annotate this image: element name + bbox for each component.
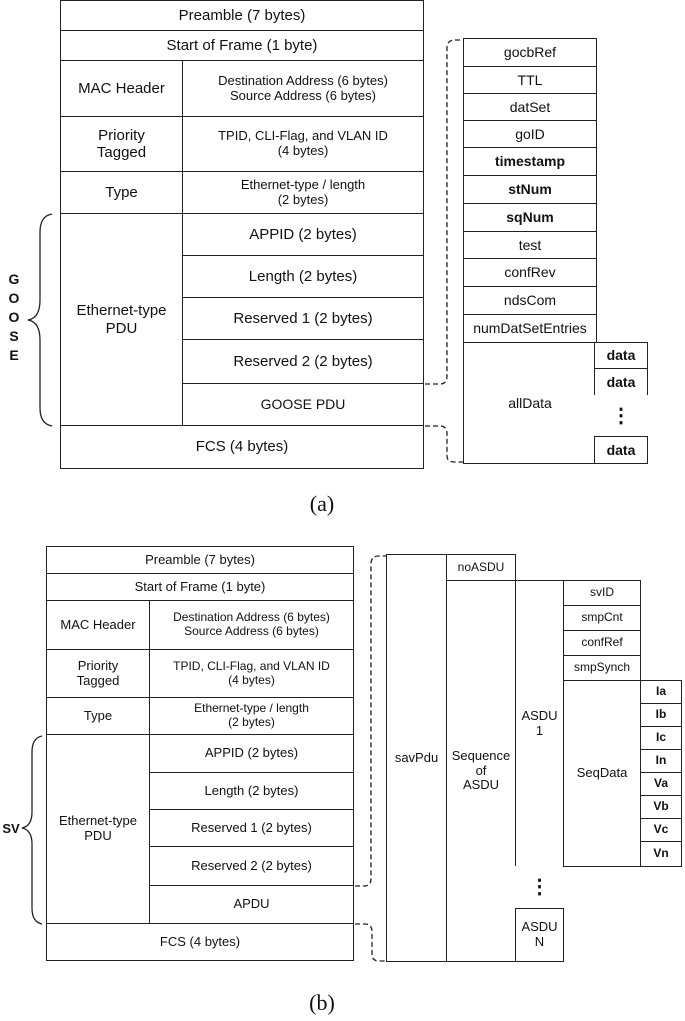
asdu-field-smpsynch: smpSynch [563,655,641,681]
sv-brace-label: SV [2,821,20,836]
measurement-vb: Vb [640,795,682,819]
asdu-field-confref: confRef [563,630,641,656]
seqdata-cell: SeqData [563,680,641,867]
field-ndscom: ndsCom [463,286,597,315]
appid-cell: APPID (2 bytes) [149,734,354,773]
field-gocbref: gocbRef [463,38,597,67]
ethernet-pdu-label: Ethernet-type PDU [60,213,183,426]
reserved1-cell: Reserved 1 (2 bytes) [149,809,354,847]
goose-brace-label: G O O S E [8,271,20,363]
apdu-connector-bottom [355,923,386,962]
goose-pdu-connector-top [425,39,463,385]
field-stnum: stNum [463,175,597,204]
data-ellipsis: ⋮ [594,395,648,437]
mac-header-label: MAC Header [60,60,183,117]
sv-brace [21,735,43,925]
savpdu-cell: savPdu [386,554,447,962]
apdu-cell: APDU [149,885,354,924]
reserved2-cell: Reserved 2 (2 bytes) [149,846,354,886]
measurement-ib: Ib [640,703,682,727]
caption-b: (b) [309,990,335,1015]
measurement-ic: Ic [640,726,682,750]
data-item: data [594,436,648,464]
field-numdatsetentries: numDatSetEntries [463,314,597,343]
fcs-cell: FCS (4 bytes) [60,425,424,469]
goose-pdu-cell: GOOSE PDU [182,383,424,426]
noasdu-cell: noASDU [446,554,516,581]
reserved2-cell: Reserved 2 (2 bytes) [182,339,424,384]
alldata-cell: allData [463,342,597,464]
measurement-va: Va [640,772,682,796]
sof-cell: Start of Frame (1 byte) [46,573,354,601]
type-value: Ethernet-type / length (2 bytes) [182,171,424,214]
ethernet-pdu-label: Ethernet-type PDU [46,734,150,924]
asdu-n-cell: ASDU N [515,908,564,962]
measurement-in: In [640,749,682,773]
type-label: Type [60,171,183,214]
mac-header-label: MAC Header [46,600,150,650]
fcs-cell: FCS (4 bytes) [46,923,354,961]
priority-value: TPID, CLI-Flag, and VLAN ID (4 bytes) [149,649,354,698]
goose-pdu-connector-bottom [425,425,463,463]
priority-label: Priority Tagged [60,116,183,172]
field-timestamp: timestamp [463,147,597,176]
asdu-field-svid: svID [563,580,641,606]
asdu-field-smpcnt: smpCnt [563,605,641,631]
field-sqnum: sqNum [463,203,597,232]
apdu-connector-top [355,555,386,887]
type-value: Ethernet-type / length (2 bytes) [149,697,354,735]
mac-header-value: Destination Address (6 bytes) Source Add… [149,600,354,650]
goose-brace [27,213,53,427]
preamble-cell: Preamble (7 bytes) [60,0,424,31]
caption-a: (a) [309,491,335,516]
sequence-of-asdu-cell: Sequence of ASDU [446,580,516,962]
asdu-ellipsis: ⋮ [515,866,564,908]
measurement-vn: Vn [640,841,682,867]
data-item: data [594,368,648,396]
appid-cell: APPID (2 bytes) [182,213,424,256]
field-test: test [463,231,597,259]
measurement-ia: Ia [640,680,682,704]
length-cell: Length (2 bytes) [149,772,354,810]
priority-value: TPID, CLI-Flag, and VLAN ID (4 bytes) [182,116,424,172]
